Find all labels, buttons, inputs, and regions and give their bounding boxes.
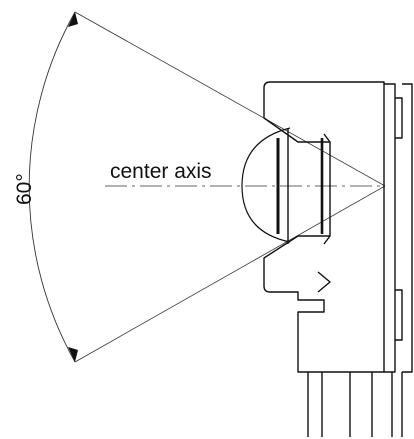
angle-arc xyxy=(28,11,76,363)
sensor-housing xyxy=(263,81,413,437)
lens xyxy=(241,127,324,244)
center-axis-label: center axis xyxy=(110,160,212,183)
arc-arrow-top-icon xyxy=(68,12,78,27)
cone-lower-line xyxy=(74,185,386,363)
angle-label: 60° xyxy=(13,173,36,205)
cone-upper-line xyxy=(74,11,386,187)
arc-arrow-bottom-icon xyxy=(68,347,78,362)
